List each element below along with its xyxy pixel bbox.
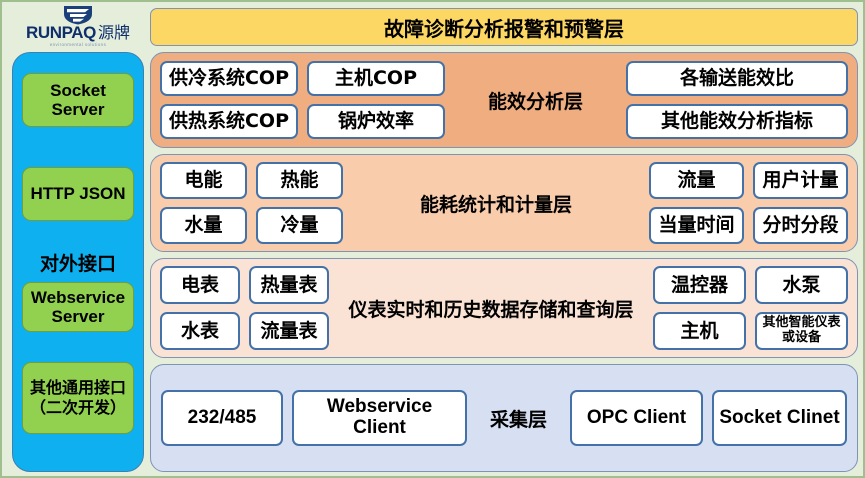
chip-other-smart-devices[interactable]: 其他智能仪表或设备 — [755, 312, 848, 350]
chip-time-segmentation[interactable]: 分时分段 — [753, 207, 848, 244]
chip-cooling-volume[interactable]: 冷量 — [256, 207, 343, 244]
sidebar-item-other-general-interface[interactable]: 其他通用接口（二次开发） — [22, 362, 134, 434]
consumption-row-3: 流量 用户计量 — [649, 162, 848, 199]
chip-electric-meter[interactable]: 电表 — [160, 266, 240, 304]
chip-other-efficiency-indicators[interactable]: 其他能效分析指标 — [626, 104, 848, 139]
external-interface-sidebar: Socket Server HTTP JSON 对外接口 Webservice … — [12, 52, 144, 472]
meters-left-group: 电表 热量表 水表 流量表 — [160, 266, 329, 350]
efficiency-row-2: 供热系统COP 锅炉效率 — [160, 104, 445, 139]
chip-heat-energy[interactable]: 热能 — [256, 162, 343, 199]
consumption-row-4: 当量时间 分时分段 — [649, 207, 848, 244]
efficiency-left-group: 供冷系统COP 主机COP 供热系统COP 锅炉效率 — [160, 61, 445, 139]
logo-chinese: 源牌 — [98, 23, 131, 42]
layer-title-efficiency-analysis: 能效分析层 — [487, 90, 583, 113]
layer-meter-data-storage: 电表 热量表 水表 流量表 仪表实时和历史数据存储和查询层 温控器 水泵 主机 … — [150, 258, 858, 358]
chip-heating-system-cop[interactable]: 供热系统COP — [160, 104, 298, 139]
meters-row-4: 主机 其他智能仪表或设备 — [653, 312, 848, 350]
chip-chiller-cop[interactable]: 主机COP — [307, 61, 445, 96]
chip-water-meter[interactable]: 水表 — [160, 312, 240, 350]
banner-title: 故障诊断分析报警和预警层 — [384, 16, 624, 41]
sidebar-item-webservice-server[interactable]: Webservice Server — [22, 282, 134, 332]
chip-electric-energy[interactable]: 电能 — [160, 162, 247, 199]
consumption-row-2: 水量 冷量 — [160, 207, 343, 244]
chip-flow[interactable]: 流量 — [649, 162, 744, 199]
chip-socket-client[interactable]: Socket Clinet — [712, 390, 847, 446]
meters-right-group: 温控器 水泵 主机 其他智能仪表或设备 — [653, 266, 848, 350]
fault-diagnosis-banner[interactable]: 故障诊断分析报警和预警层 — [150, 8, 858, 46]
layer-efficiency-analysis: 供冷系统COP 主机COP 供热系统COP 锅炉效率 能效分析层 各输送能效比 … — [150, 52, 858, 148]
chip-cooling-system-cop[interactable]: 供冷系统COP — [160, 61, 298, 96]
meters-row-1: 电表 热量表 — [160, 266, 329, 304]
sidebar-section-label: 对外接口 — [39, 253, 116, 275]
layer-title-meter-data-storage: 仪表实时和历史数据存储和查询层 — [348, 298, 634, 321]
chip-232-485[interactable]: 232/485 — [161, 390, 283, 446]
meters-row-2: 水表 流量表 — [160, 312, 329, 350]
chip-transport-efficiency-ratio[interactable]: 各输送能效比 — [626, 61, 848, 96]
chip-opc-client[interactable]: OPC Client — [570, 390, 703, 446]
chip-host-unit[interactable]: 主机 — [653, 312, 746, 350]
layer-title-acquisition: 采集层 — [489, 408, 547, 431]
chip-boiler-efficiency[interactable]: 锅炉效率 — [307, 104, 445, 139]
layer-consumption-statistics: 电能 热能 水量 冷量 能耗统计和计量层 流量 用户计量 当量时间 分时分段 — [150, 154, 858, 252]
sidebar-item-http-json[interactable]: HTTP JSON — [22, 167, 134, 221]
chip-user-metering[interactable]: 用户计量 — [753, 162, 848, 199]
shield-swoosh-icon — [64, 6, 92, 25]
logo-tagline: environmental solutions — [49, 42, 107, 47]
consumption-left-group: 电能 热能 水量 冷量 — [160, 162, 343, 244]
chip-thermostat[interactable]: 温控器 — [653, 266, 746, 304]
efficiency-right-group: 各输送能效比 其他能效分析指标 — [626, 61, 848, 139]
chip-webservice-client[interactable]: Webservice Client — [292, 390, 467, 446]
chip-water-volume[interactable]: 水量 — [160, 207, 247, 244]
chip-heat-meter[interactable]: 热量表 — [249, 266, 329, 304]
layers-column: 故障诊断分析报警和预警层 供冷系统COP 主机COP 供热系统COP 锅炉效率 … — [150, 8, 858, 474]
chip-water-pump[interactable]: 水泵 — [755, 266, 848, 304]
chip-equivalent-time[interactable]: 当量时间 — [649, 207, 744, 244]
efficiency-row-1: 供冷系统COP 主机COP — [160, 61, 445, 96]
sidebar-item-socket-server[interactable]: Socket Server — [22, 73, 134, 127]
left-column: RUNPAQ 源牌 environmental solutions Socket… — [12, 4, 144, 474]
consumption-row-1: 电能 热能 — [160, 162, 343, 199]
layer-title-consumption-statistics: 能耗统计和计量层 — [419, 193, 572, 216]
consumption-right-group: 流量 用户计量 当量时间 分时分段 — [649, 162, 848, 244]
layer-acquisition: 232/485 Webservice Client 采集层 OPC Client… — [150, 364, 858, 472]
meters-row-3: 温控器 水泵 — [653, 266, 848, 304]
chip-flow-meter[interactable]: 流量表 — [249, 312, 329, 350]
logo-wordmark: RUNPAQ 源牌 — [26, 24, 130, 41]
logo-word: RUNPAQ — [25, 23, 96, 42]
company-logo: RUNPAQ 源牌 environmental solutions — [12, 4, 144, 50]
